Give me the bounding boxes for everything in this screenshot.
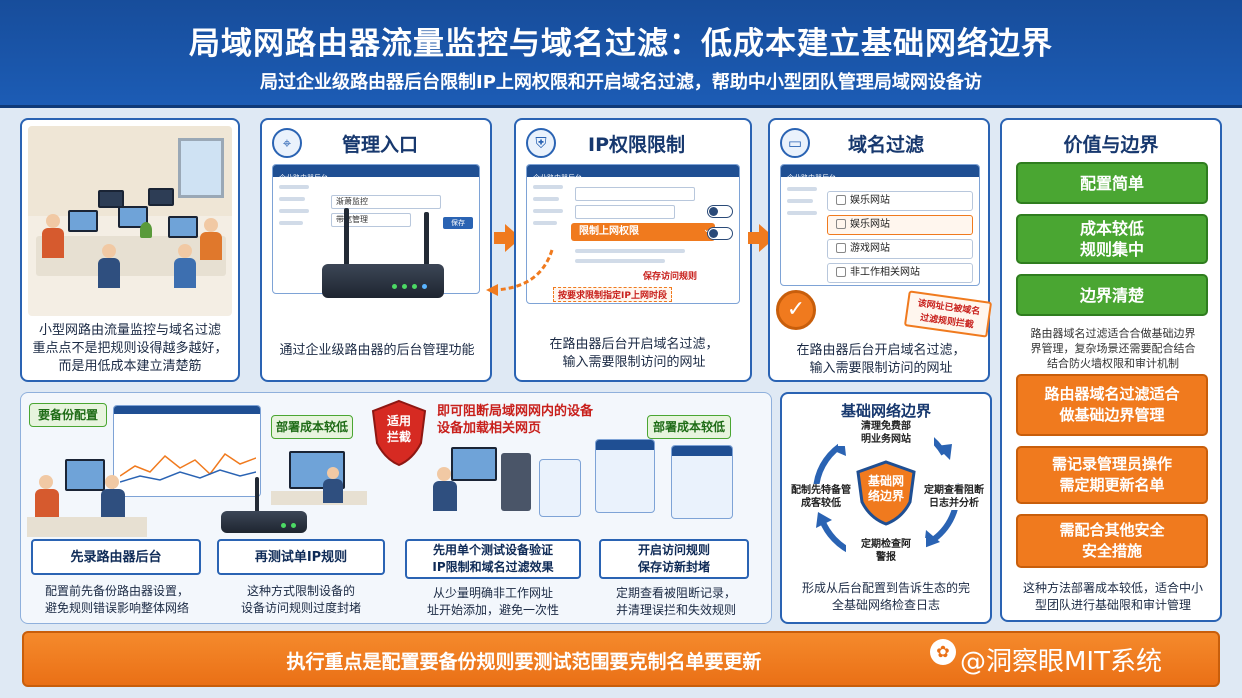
tag-cost-left-label: 部署成本较低 [271, 415, 353, 439]
watermark-text: @洞察眼MIT系统 [960, 647, 1162, 677]
block-alert-text: 即可阻断局域网网内的设备 设备加载相关网页 [437, 404, 594, 436]
tag-cost-right: 部署成本较低 [647, 415, 731, 439]
ip-toggle-2[interactable] [707, 227, 733, 240]
domain-item-label: 娱乐网站 [850, 219, 890, 230]
ip-permission-dropdown[interactable]: 限制上网权限 [571, 223, 715, 241]
boundary-node-bottom: 定期检查阿 警报 [846, 538, 926, 564]
limit-router-filter: 路由器域名过滤适合 做基础边界管理 [1016, 374, 1208, 436]
step-4-caption: 定期查看被阻断记录， 并清理误拦和失效规则 [615, 586, 736, 617]
admin-entry-caption: 通过企业级路由器的后台管理功能 [279, 343, 475, 358]
ip-screen: 企业路由器后台 限制上网权限 ⌄ 保存访问规则 按要求限制指定IP上网时段 [526, 164, 740, 304]
ip-restriction-caption: 在路由器后台开启域名过滤， 输入需要限制访问的网址 [549, 337, 719, 370]
shield-block-icon [371, 399, 427, 467]
value-simple-config: 配置简单 [1016, 162, 1208, 204]
page-subtitle: 局过企业级路由器后台限制IP上网权限和开启域名过滤，帮助中小型团队管理局域网设备… [260, 72, 982, 93]
ip-restriction-panel: ⛨ IP权限限制 企业路由器后台 限制上网权限 ⌄ 保存访问规则 按要求限制指定… [514, 118, 752, 382]
shield-icon: ⛨ [526, 128, 556, 158]
domain-filter-panel: ▭ 域名过滤 企业路由器后台 娱乐网站 娱乐网站 游戏网站 非工作相关网站 ✓ … [768, 118, 993, 382]
traffic-line [120, 452, 256, 483]
folder-icon: ▭ [780, 128, 810, 158]
domain-item-label: 游戏网站 [850, 243, 890, 254]
boundary-node-left: 配制先特备管 成客较低 [786, 484, 856, 510]
tag-cost-left: 部署成本较低 [271, 415, 353, 439]
footer-banner: 执行重点是配置要备份规则要测试范围要克制名单要更新 ✿ @洞察眼MIT系统 [22, 631, 1220, 687]
check-badge-icon: ✓ [776, 290, 816, 330]
domain-filter-title: 域名过滤 [848, 134, 925, 156]
admin-entry-panel: ⌖ 管理入口 企业路由器后台 渐萧监控 带宽管理 保存 通过企业级路由器的后台管… [260, 118, 492, 382]
domain-screen: 企业路由器后台 娱乐网站 娱乐网站 游戏网站 非工作相关网站 [780, 164, 980, 286]
boundary-title: 基础网络边界 [840, 402, 931, 420]
tag-cost-right-label: 部署成本较低 [647, 415, 731, 439]
steps-panel: 要备份配置 部署成本较低 适用 拦截 即可阻断局域网网内的设备 设备加载相关网页… [20, 392, 772, 624]
value-boundary-title: 价值与边界 [1063, 134, 1159, 156]
domain-item[interactable]: 娱乐网站 [827, 215, 973, 235]
footer-text: 执行重点是配置要备份规则要测试范围要克制名单要更新 [286, 651, 762, 673]
router-antenna [424, 212, 429, 268]
dashboard-screen [113, 405, 261, 497]
value-boundary-panel: 价值与边界 配置简单 成本较低 规则集中 边界清楚 路由器域名过滤适合合做基础边… [1000, 118, 1222, 622]
domain-item[interactable]: 非工作相关网站 [827, 263, 973, 283]
admin-save-button[interactable]: 保存 [443, 217, 473, 229]
value-low-cost: 成本较低 规则集中 [1016, 214, 1208, 264]
domain-item[interactable]: 娱乐网站 [827, 191, 973, 211]
step-4-label: 开启访问规则 保存访新封堵 [599, 539, 749, 579]
admin-entry-title: 管理入口 [342, 134, 419, 156]
domain-screen-header: 企业路由器后台 [787, 174, 836, 182]
value-footer-note: 这种方法部署成本较低，适合中小 型团队进行基础限和审计管理 [1022, 581, 1203, 612]
ip-toggle-1[interactable] [707, 205, 733, 218]
return-arrow [486, 249, 554, 296]
intro-panel: 小型网路由流量监控与域名过滤 重点点不是把规则设得越多越好， 而是用低成本建立清… [20, 118, 240, 382]
router-device-small [221, 511, 307, 533]
boundary-shield-icon [856, 460, 916, 526]
domain-item-label: 娱乐网站 [850, 195, 890, 206]
step-2-caption: 这种方式限制设备的 设备访问规则过度封堵 [240, 584, 361, 615]
flow-arrow [494, 232, 506, 244]
tag-backup: 要备份配置 [29, 403, 107, 429]
blocked-stamp: 该网址已被域名 过滤规则拦截 [903, 290, 993, 338]
page-title: 局域网路由器流量监控与域名过滤：低成本建立基础网络边界 [189, 26, 1053, 62]
router-device [322, 264, 444, 298]
step-1-caption: 配置前先备份路由器设置， 避免规则错误影响整体网络 [44, 584, 189, 615]
limit-record-ops: 需记录管理员操作 需定期更新名单 [1016, 446, 1208, 504]
router-antenna [255, 477, 259, 515]
boundary-caption: 形成从后台配置到告诉生态的完 全基础网络检查日志 [801, 581, 970, 612]
step-1-label: 先录路由器后台 [31, 539, 201, 575]
paw-logo-icon: ✿ [930, 639, 956, 665]
ip-note-bottom: 按要求限制指定IP上网时段 [553, 287, 672, 302]
admin-screen-header: 企业路由器后台 [279, 174, 328, 182]
tag-backup-label: 要备份配置 [29, 403, 107, 427]
step-3-label: 先用单个测试设备验证 IP限制和域名过滤效果 [405, 539, 581, 579]
ip-note-top: 保存访问规则 [643, 272, 698, 282]
limit-other-measures: 需配合其他安全 安全措施 [1016, 514, 1208, 568]
intro-caption: 小型网路由流量监控与域名过滤 重点点不是把规则设得越多越好， 而是用低成本建立清… [32, 323, 228, 374]
ip-screen-header: 企业路由器后台 [533, 174, 582, 182]
step-2-label: 再测试单IP规则 [217, 539, 385, 575]
office-illustration [28, 126, 232, 316]
router-antenna [344, 208, 349, 268]
location-icon: ⌖ [272, 128, 302, 158]
admin-field-bandwidth[interactable]: 带宽管理 [331, 213, 411, 227]
shield-text: 适用 拦截 [386, 414, 411, 444]
header-banner: 局域网路由器流量监控与域名过滤：低成本建立基础网络边界 局过企业级路由器后台限制… [0, 0, 1242, 108]
ip-restriction-title: IP权限限制 [588, 134, 685, 156]
value-note: 路由器域名过滤适合合做基础边界 界管理，复杂场景还需要配合结合 结合防火墙权限和… [1030, 327, 1196, 370]
domain-filter-caption: 在路由器后台开启域名过滤， 输入需要限制访问的网址 [796, 343, 966, 376]
boundary-panel: 基础网络边界 基础网 络边界 清理免费部 明业务网站 配制先特备管 成客较低 定… [780, 392, 992, 624]
boundary-node-right: 定期查看阻断 日志并分析 [918, 484, 990, 510]
value-clear-boundary: 边界清楚 [1016, 274, 1208, 316]
domain-item[interactable]: 游戏网站 [827, 239, 973, 259]
boundary-shield-text: 基础网 络边界 [867, 474, 904, 503]
admin-field-monitor[interactable]: 渐萧监控 [331, 195, 441, 209]
step-3-caption: 从少量明确非工作网址 址开始添加，避免一次性 [426, 586, 559, 617]
boundary-node-top: 清理免费部 明业务网站 [838, 420, 934, 446]
flow-arrow [748, 232, 760, 244]
domain-item-label: 非工作相关网站 [850, 267, 920, 278]
